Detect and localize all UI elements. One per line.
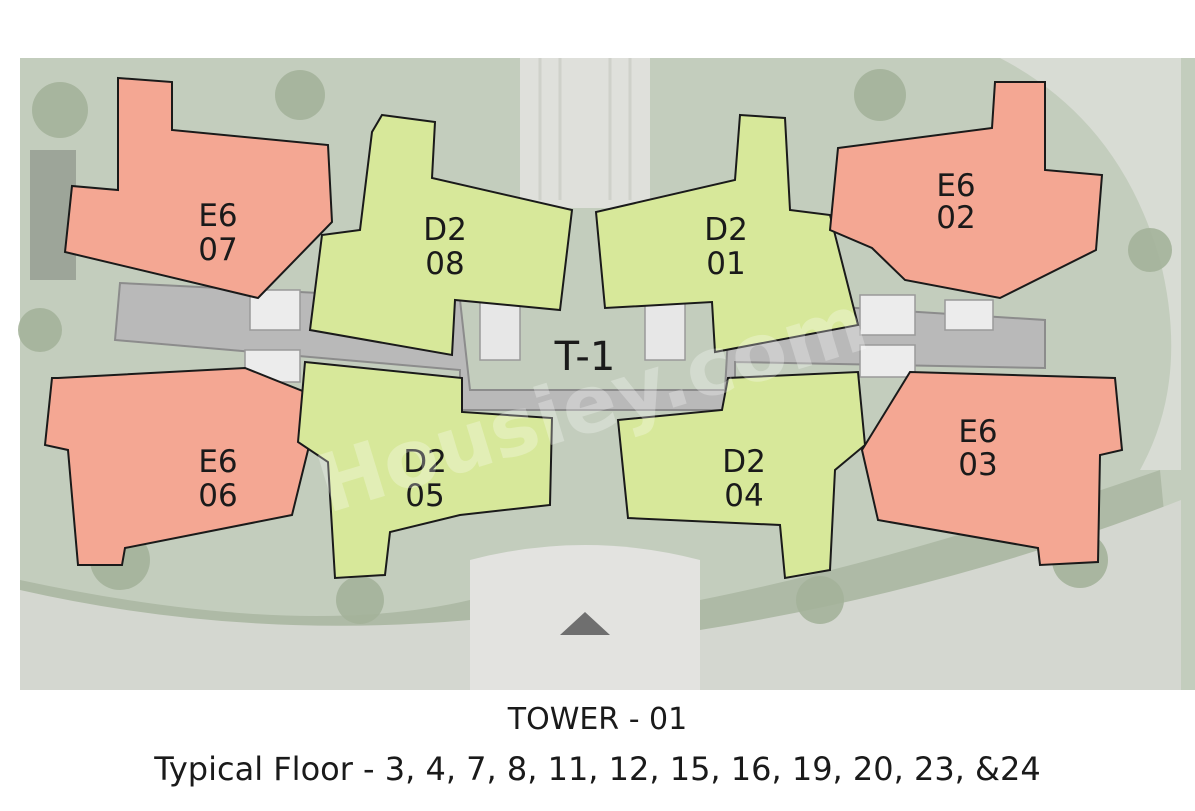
unit-number-label: 08: [425, 246, 464, 282]
unit-e6-02[interactable]: E6 02: [828, 81, 1104, 300]
unit-type-label: D2: [704, 212, 748, 248]
unit-type-label: E6: [936, 168, 975, 204]
unit-e6-03[interactable]: E6 03: [860, 370, 1124, 567]
unit-e6-07[interactable]: E6 07: [63, 76, 334, 300]
unit-number-label: 05: [405, 478, 444, 514]
unit-number-label: 04: [724, 478, 763, 514]
unit-number-label: 01: [706, 246, 745, 282]
tower-title: TOWER - 01: [507, 702, 688, 737]
unit-type-label: E6: [198, 444, 237, 480]
unit-number-label: 06: [198, 478, 237, 514]
unit-number-label: 03: [958, 447, 997, 483]
unit-number-label: 07: [198, 232, 237, 268]
entrance-marker-icon: [560, 612, 610, 635]
unit-e6-06[interactable]: E6 06: [43, 366, 312, 566]
unit-d2-05[interactable]: D2 05: [296, 360, 554, 580]
unit-type-label: D2: [423, 212, 467, 248]
core-label: T-1: [554, 334, 616, 380]
unit-type-label: E6: [198, 198, 237, 234]
unit-type-label: D2: [722, 444, 766, 480]
typical-floor-list: Typical Floor - 3, 4, 7, 8, 11, 12, 15, …: [154, 750, 1041, 788]
unit-number-label: 02: [936, 200, 975, 236]
unit-d2-01[interactable]: D2 01: [594, 113, 860, 354]
unit-d2-08[interactable]: D2 08: [308, 113, 574, 357]
unit-type-label: D2: [403, 444, 447, 480]
unit-type-label: E6: [958, 414, 997, 450]
unit-d2-04[interactable]: D2 04: [616, 370, 867, 580]
